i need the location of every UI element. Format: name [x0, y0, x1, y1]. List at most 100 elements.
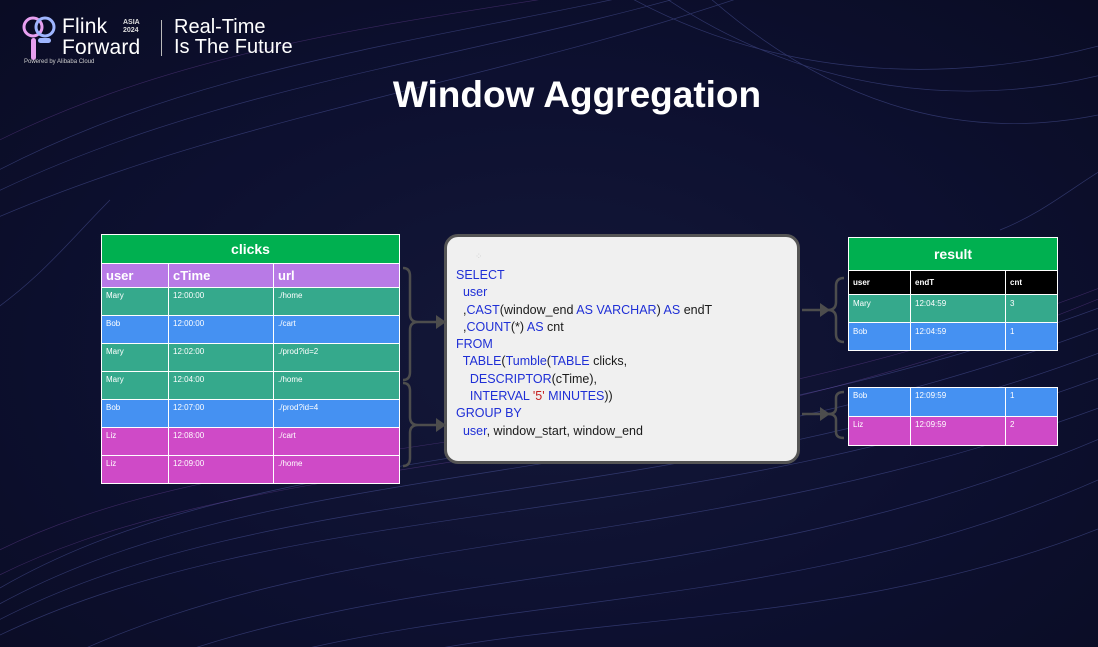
table-row: Bob 12:09:59 1 [848, 387, 1058, 417]
cell-url: ./home [273, 287, 400, 316]
clicks-table-title: clicks [101, 234, 400, 264]
sql-keyword: GROUP BY [456, 406, 522, 421]
cell-endt: 12:04:59 [910, 322, 1006, 351]
brand-line-2: Forward [62, 36, 141, 59]
cell-ctime: 12:09:00 [168, 455, 274, 484]
sql-keyword: Tumble [505, 354, 547, 369]
sql-text: , [462, 319, 467, 334]
cell-cnt: 2 [1005, 416, 1058, 446]
cell-url: ./prod?id=4 [273, 399, 400, 428]
powered-by: Powered by Alibaba Cloud [24, 59, 95, 65]
sql-keyword: user [462, 423, 487, 438]
cell-url: ./prod?id=2 [273, 343, 400, 372]
table-row: Mary 12:04:59 3 [848, 294, 1059, 323]
cell-cnt: 3 [1004, 294, 1059, 323]
cell-ctime: 12:08:00 [168, 427, 274, 456]
table-row: Mary 12:00:00 ./home [101, 287, 400, 316]
sql-text: , window_start, window_end [486, 423, 643, 438]
column-header-cnt: cnt [1004, 270, 1059, 295]
cell-user: Mary [101, 343, 169, 372]
clicks-table: clicks user cTime url Mary 12:00:00 ./ho… [101, 234, 400, 484]
sql-keyword: FROM [456, 337, 493, 352]
tagline-line-1: Real-Time [174, 16, 266, 38]
sql-keyword: AS [526, 319, 544, 334]
cell-ctime: 12:02:00 [168, 343, 274, 372]
result-table: result user endT cnt Mary 12:04:59 3 Bob… [847, 237, 1059, 351]
sql-keyword: AS [663, 302, 681, 317]
sql-keyword: INTERVAL [469, 389, 530, 404]
sql-text: ) [656, 302, 664, 317]
column-header-endt: endT [910, 270, 1006, 295]
cell-endt: 12:09:59 [910, 416, 1006, 446]
cell-user: Mary [848, 294, 911, 323]
sql-text: )) [604, 389, 613, 404]
table-row: Bob 12:07:00 ./prod?id=4 [101, 399, 400, 428]
sql-keyword: AS VARCHAR [576, 302, 657, 317]
event-badge: ASIA 2024 [123, 19, 140, 35]
sql-text: , [462, 302, 467, 317]
result-table-title: result [847, 237, 1059, 271]
tagline: Real-Time Is The Future [174, 17, 293, 57]
sql-text: (*) [510, 319, 527, 334]
brand-line-1: Flink [62, 15, 108, 38]
sql-keyword: SELECT [456, 268, 505, 282]
sql-keyword: DESCRIPTOR [469, 371, 552, 386]
column-header-user: user [101, 263, 169, 288]
brand-name: Flink Forward [62, 16, 140, 58]
tagline-line-2: Is The Future [174, 36, 293, 58]
cell-url: ./home [273, 371, 400, 400]
cell-user: Bob [101, 315, 169, 344]
cell-endt: 12:09:59 [910, 387, 1006, 417]
slide-title: Window Aggregation [392, 74, 762, 115]
cell-url: ./cart [273, 427, 400, 456]
table-row: Liz 12:09:59 2 [848, 416, 1058, 446]
sql-text: endT [680, 302, 713, 317]
table-row: Bob 12:00:00 ./cart [101, 315, 400, 344]
sql-keyword: COUNT [466, 319, 511, 334]
cell-user: Liz [101, 427, 169, 456]
sql-text: cnt [543, 319, 564, 334]
cell-user: Mary [101, 287, 169, 316]
cell-user: Bob [848, 322, 911, 351]
badge-line-1: ASIA [123, 19, 140, 26]
watermark: ⁘ [475, 251, 483, 261]
sql-text: clicks, [589, 354, 628, 369]
cell-endt: 12:04:59 [910, 294, 1006, 323]
column-header-url: url [273, 263, 400, 288]
cell-user: Bob [101, 399, 169, 428]
sql-keyword: MINUTES [548, 389, 605, 404]
column-header-user: user [848, 270, 911, 295]
cell-ctime: 12:04:00 [168, 371, 274, 400]
table-row: Mary 12:04:00 ./home [101, 371, 400, 400]
sql-keyword: TABLE [550, 354, 590, 369]
sql-keyword: CAST [466, 302, 500, 317]
logo-divider [161, 20, 162, 56]
cell-url: ./home [273, 455, 400, 484]
table-row: Bob 12:04:59 1 [848, 322, 1059, 351]
cell-user: Liz [848, 416, 911, 446]
cell-user: Bob [848, 387, 911, 417]
cell-ctime: 12:07:00 [168, 399, 274, 428]
sql-text: (cTime), [551, 371, 598, 386]
cell-user: Mary [101, 371, 169, 400]
sql-keyword: user [462, 285, 488, 300]
cell-cnt: 1 [1004, 322, 1059, 351]
sql-text: ( [546, 354, 551, 369]
cell-user: Liz [101, 455, 169, 484]
cell-ctime: 12:00:00 [168, 315, 274, 344]
badge-line-2: 2024 [123, 27, 139, 34]
cell-cnt: 1 [1005, 387, 1058, 417]
table-row: Liz 12:08:00 ./cart [101, 427, 400, 456]
sql-keyword: TABLE [462, 354, 502, 369]
table-row: Liz 12:09:00 ./home [101, 455, 400, 484]
sql-query-box: ⁘ SELECT user ,CAST(window_end AS VARCHA… [444, 234, 800, 464]
cell-ctime: 12:00:00 [168, 287, 274, 316]
sql-query: SELECT user ,CAST(window_end AS VARCHAR)… [456, 267, 712, 440]
result-table-second-window: Bob 12:09:59 1 Liz 12:09:59 2 [848, 387, 1058, 446]
sql-text: (window_end [499, 302, 577, 317]
table-row: Mary 12:02:00 ./prod?id=2 [101, 343, 400, 372]
cell-url: ./cart [273, 315, 400, 344]
sql-text: ( [501, 354, 506, 369]
flink-forward-logo: Flink Forward ASIA 2024 Real-Time Is The… [22, 14, 322, 70]
column-header-ctime: cTime [168, 263, 274, 288]
